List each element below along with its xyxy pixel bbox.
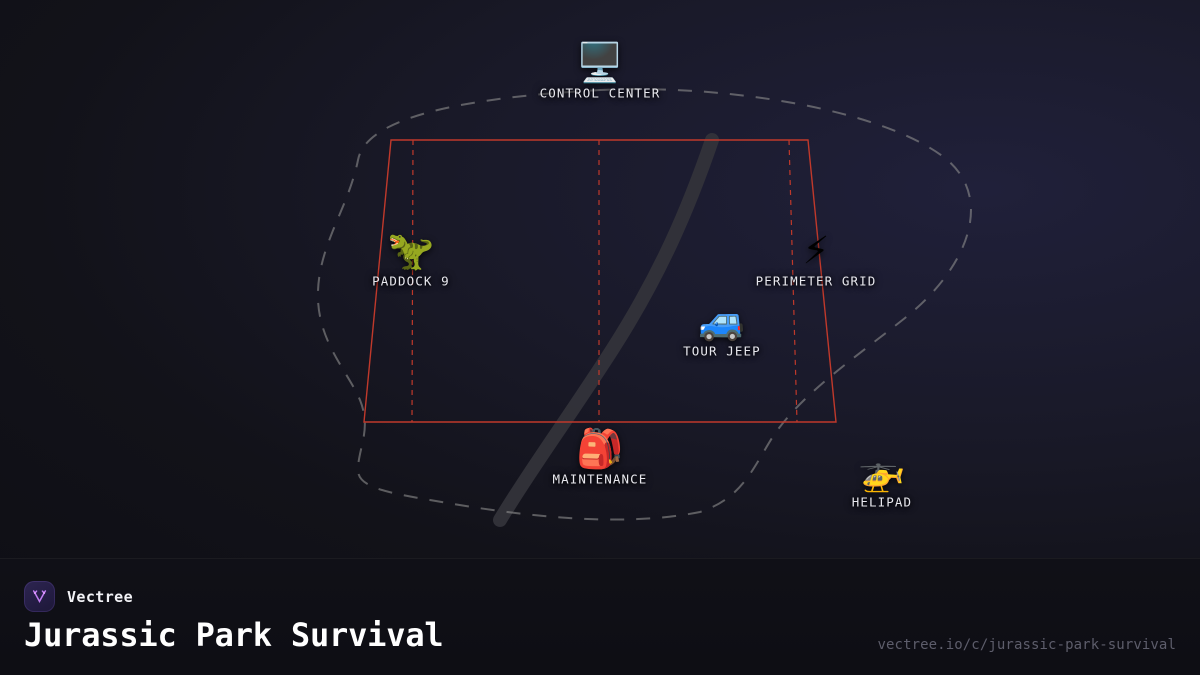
map-node-control-center[interactable]: 🖥️ CONTROL CENTER [540, 44, 661, 101]
park-road [493, 133, 719, 527]
desktop-computer-icon: 🖥️ [576, 40, 624, 85]
helicopter-icon: 🚁 [858, 449, 906, 494]
map-node-label: HELIPAD [851, 494, 913, 510]
brand-name: Vectree [67, 587, 134, 606]
map-node-label: PERIMETER GRID [755, 273, 877, 289]
brand[interactable]: Vectree [24, 581, 133, 612]
footer-url: vectree.io/c/jurassic-park-survival [877, 637, 1176, 653]
restricted-zone-trapezoid [363, 139, 837, 423]
suv-icon: 🚙 [698, 298, 746, 343]
map-node-paddock-9[interactable]: 🦖 PADDOCK 9 [372, 232, 450, 289]
vectree-logo-icon [24, 581, 55, 612]
backpack-icon: 🎒 [576, 426, 624, 471]
map-node-label: CONTROL CENTER [539, 85, 661, 101]
park-perimeter-path [316, 88, 972, 521]
map-node-label: MAINTENANCE [552, 471, 648, 487]
survival-map[interactable]: 🖥️ CONTROL CENTER 🦖 PADDOCK 9 ⚡ PERIMETE… [0, 0, 1200, 558]
map-node-tour-jeep[interactable]: 🚙 TOUR JEEP [683, 302, 761, 359]
map-node-perimeter-grid[interactable]: ⚡ PERIMETER GRID [756, 232, 877, 289]
lightning-bolt-icon: ⚡ [802, 228, 830, 273]
map-node-label: TOUR JEEP [683, 343, 761, 359]
footer: Vectree Jurassic Park Survival vectree.i… [0, 558, 1200, 675]
map-node-label: PADDOCK 9 [372, 273, 450, 289]
t-rex-icon: 🦖 [387, 228, 435, 273]
map-node-maintenance[interactable]: 🎒 MAINTENANCE [553, 430, 648, 487]
zone-grid-line-3 [788, 139, 798, 423]
page-title: Jurassic Park Survival [24, 616, 444, 654]
zone-grid-line-1 [411, 139, 414, 423]
map-node-helipad[interactable]: 🚁 HELIPAD [852, 453, 912, 510]
map-vector-layer [316, 88, 972, 527]
